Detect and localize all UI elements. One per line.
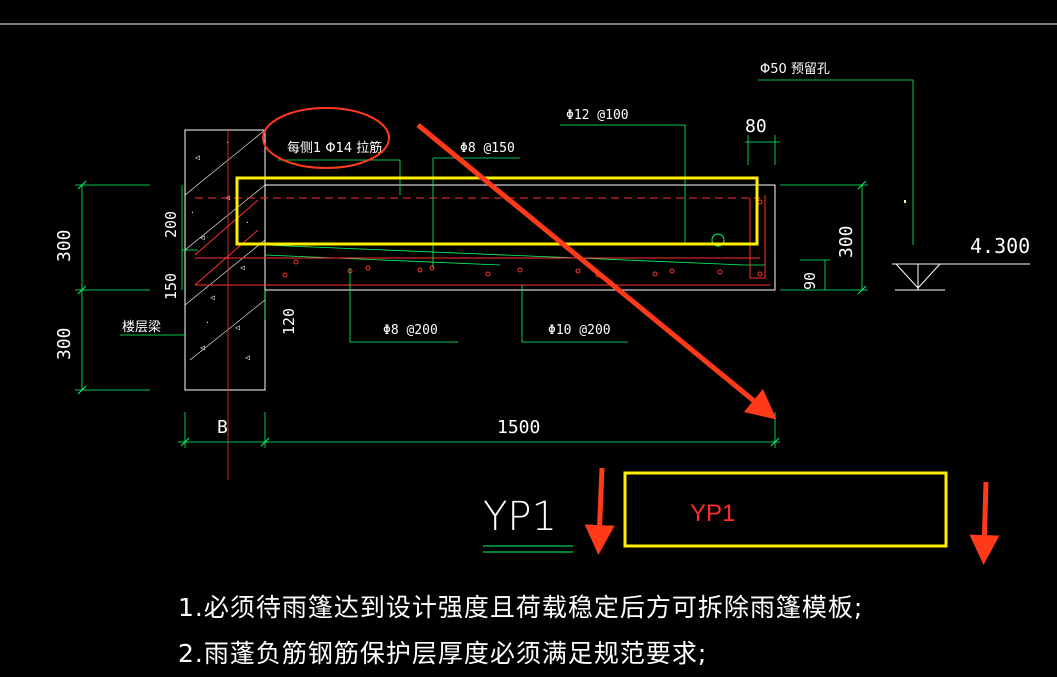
floor-beam: ◁◁◁ ◁◁◁ ◁◁· ··· bbox=[184, 129, 266, 391]
dim-bottom-b: B bbox=[217, 417, 228, 438]
hole-circle bbox=[711, 233, 725, 247]
svg-text:·: · bbox=[245, 218, 250, 227]
box-label: YP1 bbox=[690, 500, 736, 527]
section-title: YP1 bbox=[483, 494, 558, 540]
dimension-lines bbox=[75, 135, 868, 448]
svg-text:◁: ◁ bbox=[195, 153, 200, 162]
highlight-box-yp1 bbox=[623, 471, 948, 548]
dim-bottom-1500: 1500 bbox=[497, 417, 540, 438]
label-hole: Φ50 预留孔 bbox=[760, 62, 830, 77]
elevation-marker bbox=[892, 263, 1030, 291]
svg-text:◁: ◁ bbox=[200, 233, 205, 242]
svg-text:◁: ◁ bbox=[210, 293, 215, 302]
label-rebar-top2: Φ12 @100 bbox=[566, 108, 629, 123]
highlight-ellipse bbox=[262, 107, 390, 169]
note-line-2: 2.雨蓬负筋钢筋保护层厚度必须满足规范要求; bbox=[178, 639, 708, 668]
svg-text:◁: ◁ bbox=[245, 353, 250, 362]
label-rebar-top1: Φ8 @150 bbox=[460, 141, 515, 156]
dim-inner-200: 200 bbox=[162, 211, 180, 238]
note-line-1: 1.必须待雨篷达到设计强度且荷载稳定后方可拆除雨篷模板; bbox=[178, 593, 864, 622]
dim-right-90: 90 bbox=[801, 272, 819, 290]
annotation-tie-bar: 每侧1 Φ14 拉筋 bbox=[287, 140, 382, 156]
label-elevation: 4.300 bbox=[970, 234, 1030, 258]
highlight-box-slab bbox=[235, 176, 759, 246]
dim-right-300: 300 bbox=[836, 225, 857, 258]
dim-top-80: 80 bbox=[745, 116, 767, 137]
arrow-down-left bbox=[584, 467, 615, 555]
dim-left-lower: 300 bbox=[54, 327, 75, 360]
svg-text:◁: ◁ bbox=[235, 323, 240, 332]
svg-text:◁: ◁ bbox=[200, 343, 205, 352]
arrow-down-right bbox=[969, 481, 1000, 565]
dim-inner-120: 120 bbox=[280, 308, 298, 335]
label-floor-beam: 楼层梁 bbox=[122, 320, 161, 335]
dimension-ticks bbox=[77, 180, 867, 447]
arrow-diagonal bbox=[416, 123, 777, 420]
dim-inner-150: 150 bbox=[162, 273, 180, 300]
svg-text:·: · bbox=[190, 208, 195, 217]
svg-text:·: · bbox=[205, 318, 210, 327]
label-rebar-bottom2: Φ10 @200 bbox=[548, 323, 611, 338]
label-rebar-bottom1: Φ8 @200 bbox=[383, 323, 438, 338]
canopy-slab bbox=[264, 184, 776, 291]
rebar-lines bbox=[194, 130, 770, 480]
leader-lines bbox=[278, 79, 914, 343]
svg-text:◁: ◁ bbox=[240, 263, 245, 272]
dim-left-upper: 300 bbox=[54, 229, 75, 262]
svg-text:·: · bbox=[225, 138, 230, 147]
